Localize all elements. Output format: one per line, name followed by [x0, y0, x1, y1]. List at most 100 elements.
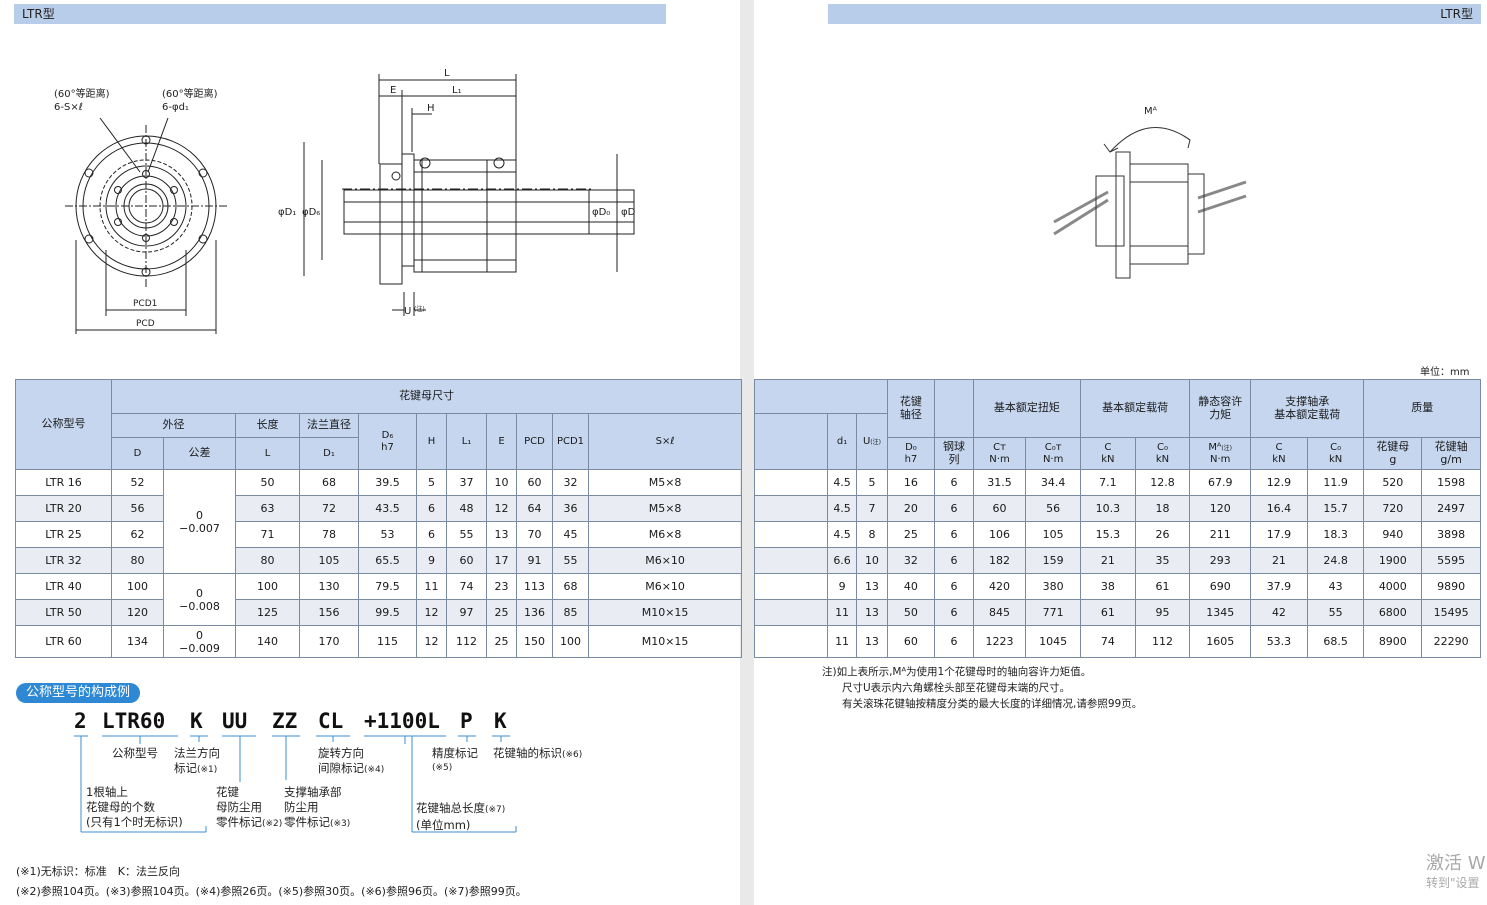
cell-L: 63 [235, 495, 300, 522]
cell-C0T: 34.4 [1025, 469, 1081, 496]
cell-CT: 31.5 [972, 469, 1027, 496]
cell-blank [754, 573, 828, 600]
cell-D1: 170 [299, 625, 359, 658]
config-label-rotation-line1: 旋转方向 [318, 746, 364, 760]
note-line: 注)如上表所示,Mᴬ为使用1个花键母时的轴向容许力矩值。 [822, 666, 1092, 678]
cell-D6: 65.5 [358, 547, 417, 574]
cell-D0: 16 [886, 469, 936, 496]
config-label-length-note: (※7) [485, 805, 506, 815]
cell-PCD1: 85 [552, 599, 589, 626]
cell-blank [754, 495, 828, 522]
col-D6-label: D₆ [381, 430, 394, 441]
note-line: 尺寸U表示内六角螺栓头部至花键母末端的尺寸。 [842, 682, 1071, 694]
cell-PCD1: 32 [552, 469, 589, 496]
cell-PCD1: 68 [552, 573, 589, 600]
cell-bearing-C0: 55 [1306, 599, 1365, 626]
cell-d1: 11 [826, 599, 858, 626]
cell-H: 12 [416, 599, 447, 626]
cell-d1: 9 [826, 573, 858, 600]
cell-MA: 67.9 [1189, 469, 1252, 496]
side-label-U: U [404, 306, 411, 317]
cell-PCD1: 36 [552, 495, 589, 522]
cell-H: 6 [416, 495, 447, 522]
config-label-bearing-line2: 防尘用 [284, 800, 319, 814]
cell-mass-nut: 8900 [1363, 625, 1423, 658]
config-label-flange: 法兰方向 标记(※1) [174, 746, 220, 778]
col-mass-shaft-label: 花键轴 [1434, 439, 1468, 453]
cell-C0: 18 [1134, 495, 1191, 522]
cell-H: 9 [416, 547, 447, 574]
cell-L: 100 [235, 573, 300, 600]
config-label-count-line3: (只有1个时无标识) [86, 815, 183, 829]
iso-label-MA: Mᴬ [1144, 106, 1158, 117]
cell-D: 52 [111, 469, 164, 496]
footnote-line: (※1)无标识：标准 K：法兰反向 [16, 865, 181, 878]
cell-model: LTR 20 [15, 495, 112, 522]
col-blank [754, 413, 828, 470]
cell-bearing-C0: 18.3 [1306, 521, 1365, 548]
cell-ball-rows: 6 [934, 495, 974, 522]
cell-C: 15.3 [1080, 521, 1136, 548]
cell-blank [754, 521, 828, 548]
cell-Sl: M10×15 [587, 599, 743, 626]
side-view-drawing: L E L₁ H φD₁ φD₆ φD₀ φD U (注) [278, 68, 636, 317]
cell-mass-shaft: 1598 [1421, 469, 1481, 496]
cell-C0: 12.8 [1134, 469, 1191, 496]
config-label-count-line2: 花键母的个数 [86, 800, 155, 814]
config-label-accuracy-note: (※5) [432, 763, 453, 773]
cell-PCD1: 100 [552, 625, 589, 658]
front-label-left-1: (60°等距离) [54, 87, 110, 100]
cell-E: 13 [486, 521, 517, 548]
col-CT-label: Cᴛ [993, 442, 1006, 453]
table-row: LTR 50 120 125 156 99.5 12 97 25 136 85 … [15, 599, 743, 626]
cell-CT: 1223 [972, 625, 1027, 658]
cell-ball-rows: 6 [934, 625, 974, 658]
table-row: LTR 20 56 63 72 43.5 6 48 12 64 36 M5×8 [15, 495, 743, 522]
cell-H: 6 [416, 521, 447, 548]
col-D: D [111, 437, 164, 470]
cell-mass-nut: 720 [1363, 495, 1423, 522]
cell-L: 140 [235, 625, 300, 658]
cell-U: 5 [856, 469, 888, 496]
col-d1: d₁ [826, 413, 858, 470]
cell-D1: 130 [299, 573, 359, 600]
cell-C0: 95 [1134, 599, 1191, 626]
cell-D0: 60 [886, 625, 936, 658]
cell-bearing-C0: 11.9 [1306, 469, 1365, 496]
cell-L: 125 [235, 599, 300, 626]
cell-C: 7.1 [1080, 469, 1136, 496]
cell-L1: 48 [446, 495, 487, 522]
cell-C0: 35 [1134, 547, 1191, 574]
cell-ball-rows: 6 [934, 547, 974, 574]
cell-MA: 120 [1189, 495, 1252, 522]
side-label-L1: L₁ [452, 85, 462, 96]
cell-bearing-C0: 43 [1306, 573, 1365, 600]
cell-C0: 61 [1134, 573, 1191, 600]
cell-ball-rows: 6 [934, 469, 974, 496]
cell-bearing-C: 12.9 [1250, 469, 1308, 496]
cell-CT: 106 [972, 521, 1027, 548]
section-header-left: LTR型 [14, 4, 666, 24]
cell-PCD: 136 [516, 599, 553, 626]
cell-U: 13 [856, 573, 888, 600]
cell-U: 13 [856, 625, 888, 658]
col-C0T-unit: N·m [1042, 453, 1064, 465]
cell-MA: 1345 [1189, 599, 1252, 626]
cell-H: 12 [416, 625, 447, 658]
col-group-nut-dims: 花键母尺寸 [110, 379, 743, 414]
col-group-outer-dia: 外径 [111, 413, 236, 438]
cell-CT: 420 [972, 573, 1027, 600]
table-row: LTR 40 100 0−0.008 100 130 79.5 11 74 23… [15, 573, 743, 626]
cell-Sl: M6×8 [587, 521, 743, 548]
cell-L: 80 [235, 547, 300, 574]
col-C0T-label: C₀ᴛ [1044, 442, 1062, 453]
side-label-D: φD [621, 207, 636, 218]
table-row: 6.6 10 32 6 182 159 21 35 293 21 24.8 19… [754, 547, 1481, 574]
cell-U: 7 [856, 495, 888, 522]
config-label-bearing-line3: 零件标记 [284, 815, 330, 829]
cell-bearing-C: 37.9 [1250, 573, 1308, 600]
